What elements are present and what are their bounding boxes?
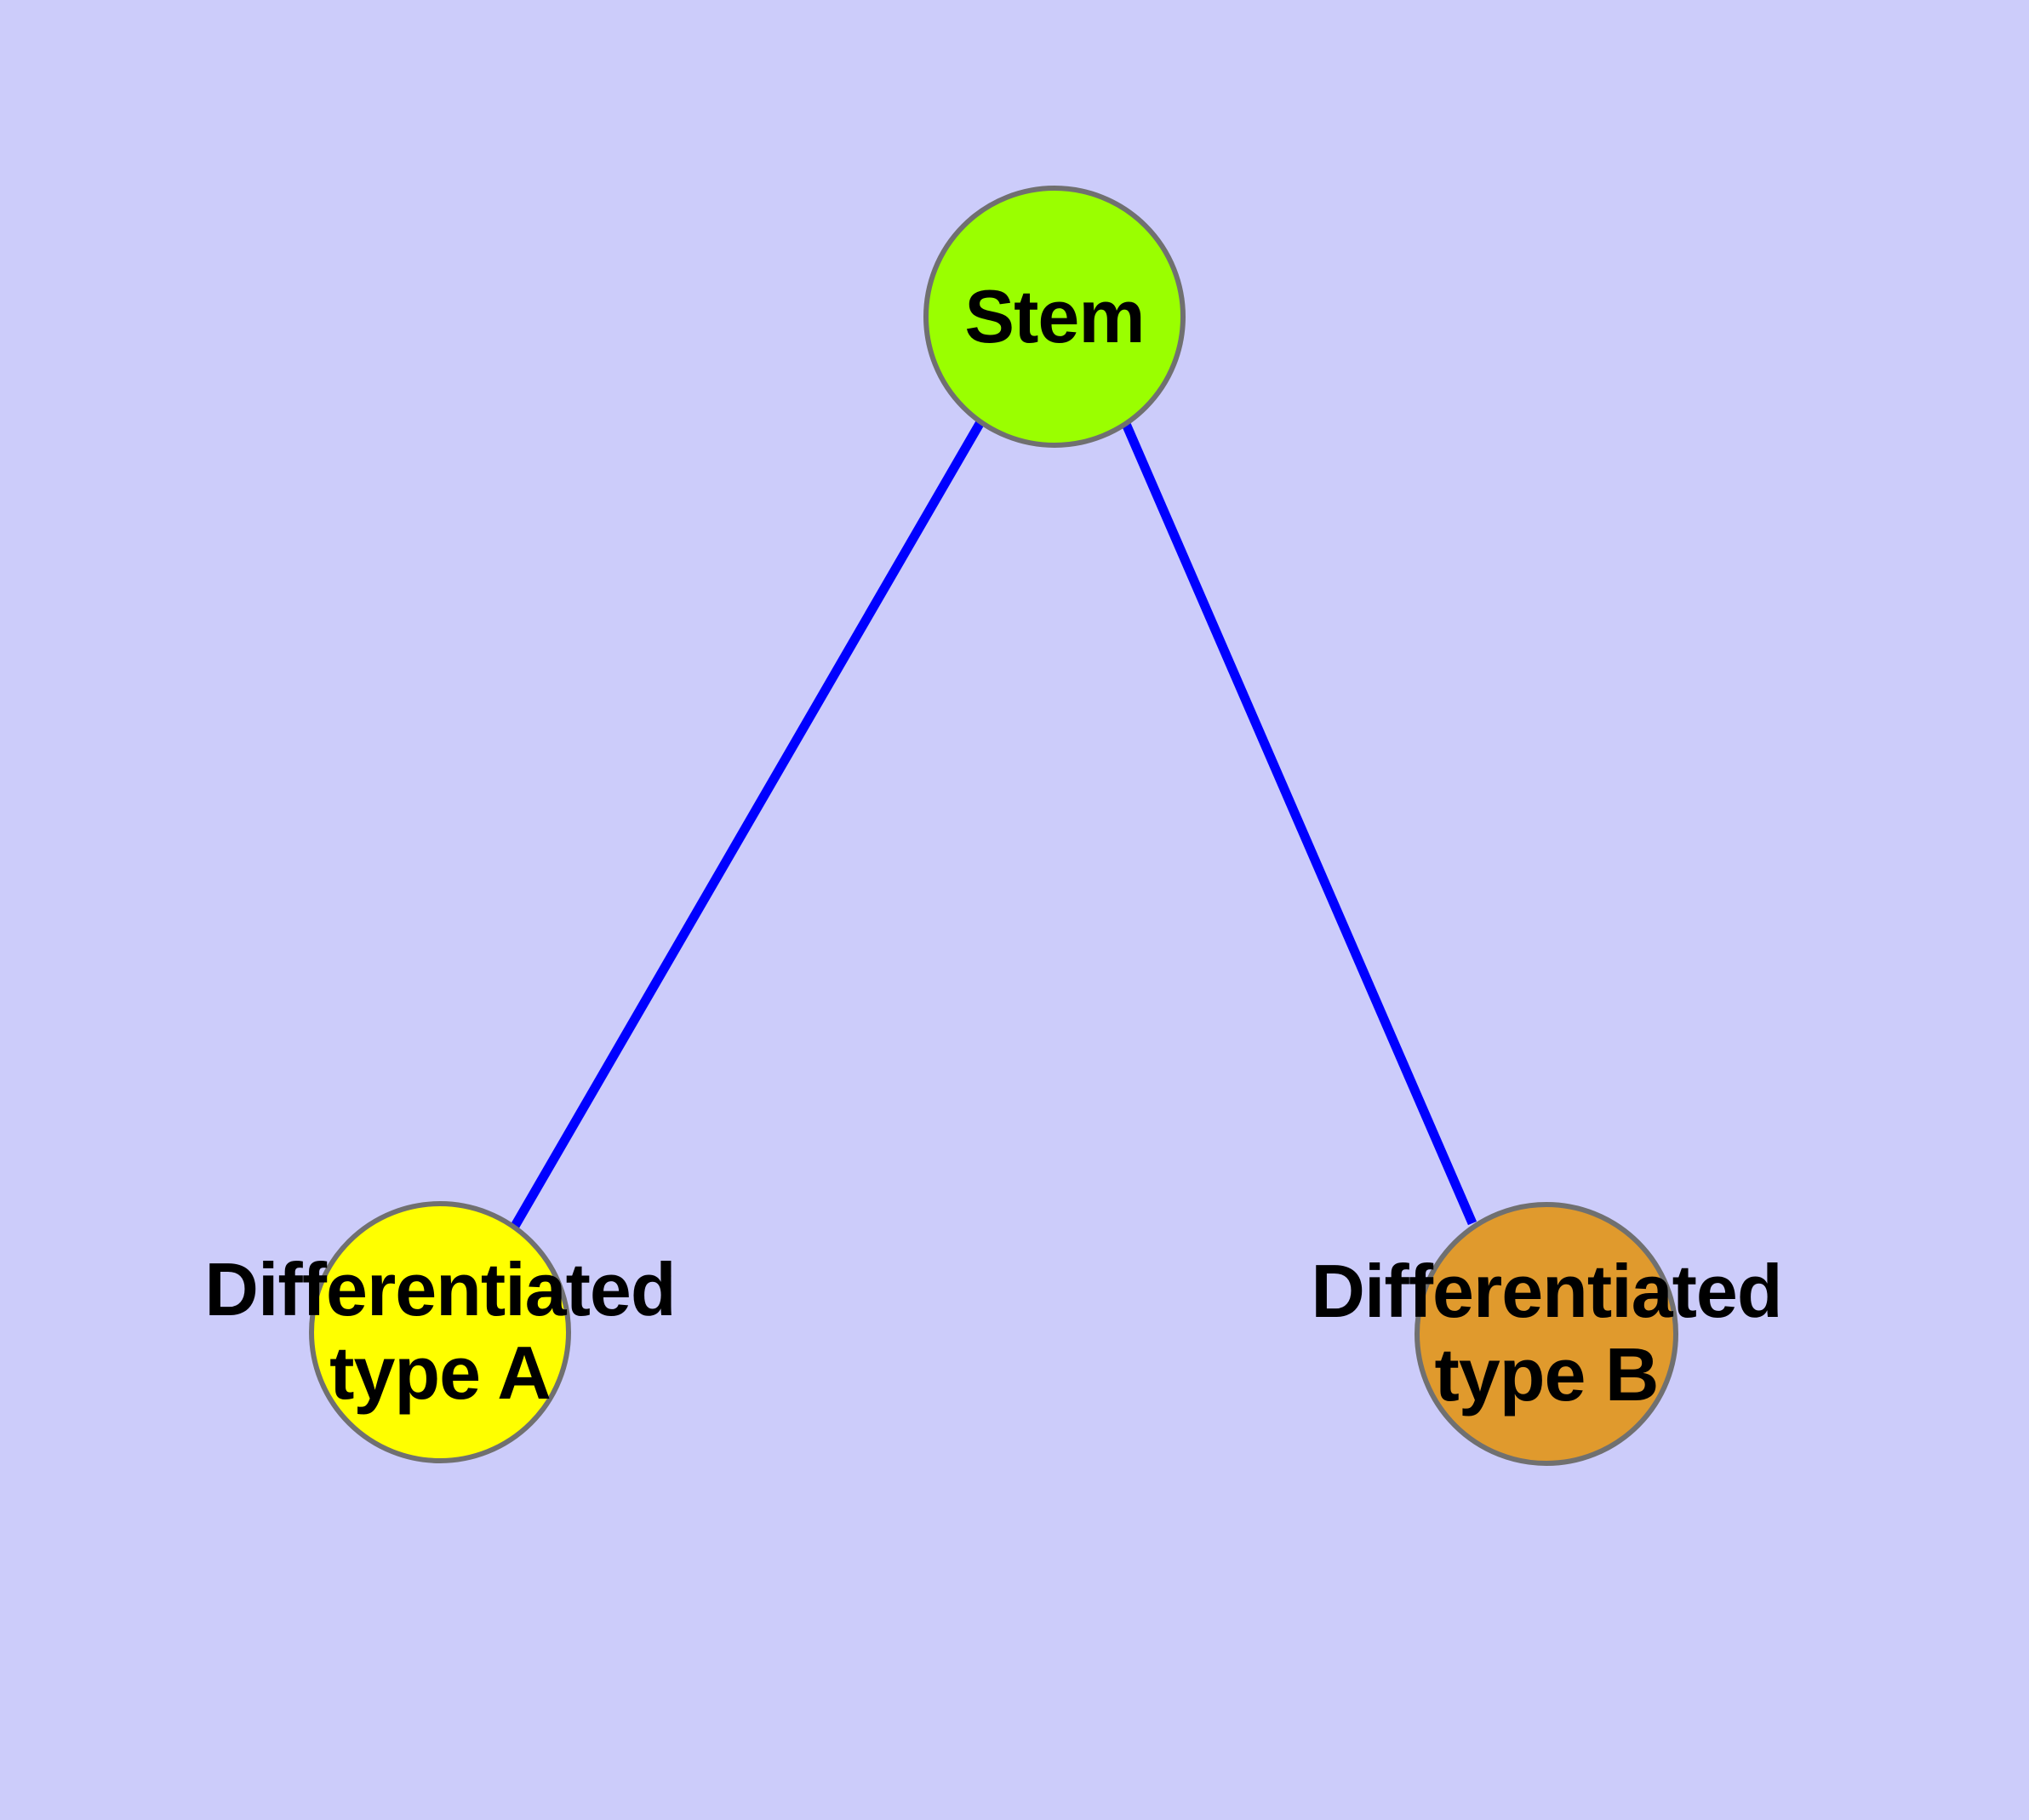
node-stem[interactable] <box>923 186 1186 448</box>
node-differentiated-type-a[interactable] <box>309 1201 571 1463</box>
node-differentiated-type-a-circle[interactable] <box>309 1201 571 1463</box>
edge-layer <box>510 415 1477 1230</box>
edge-stem-to-differentiated-type-b[interactable] <box>1118 415 1477 1226</box>
node-differentiated-type-a-label-line1: Differentiated <box>204 1247 675 1331</box>
node-differentiated-type-b-label-line2: type B <box>1435 1332 1659 1417</box>
label-layer: Stem Differentiated type A Differentiate… <box>204 274 1782 1417</box>
node-differentiated-type-b-circle[interactable] <box>1415 1202 1678 1466</box>
node-stem-circle[interactable] <box>923 186 1186 448</box>
node-stem-label: Stem <box>964 274 1144 358</box>
node-differentiated-type-b[interactable] <box>1415 1202 1678 1466</box>
node-differentiated-type-a-label-line2: type A <box>329 1331 551 1415</box>
edge-stem-to-differentiated-type-a[interactable] <box>510 420 985 1230</box>
node-differentiated-type-b-label-line1: Differentiated <box>1311 1249 1781 1333</box>
node-layer <box>309 186 1678 1466</box>
